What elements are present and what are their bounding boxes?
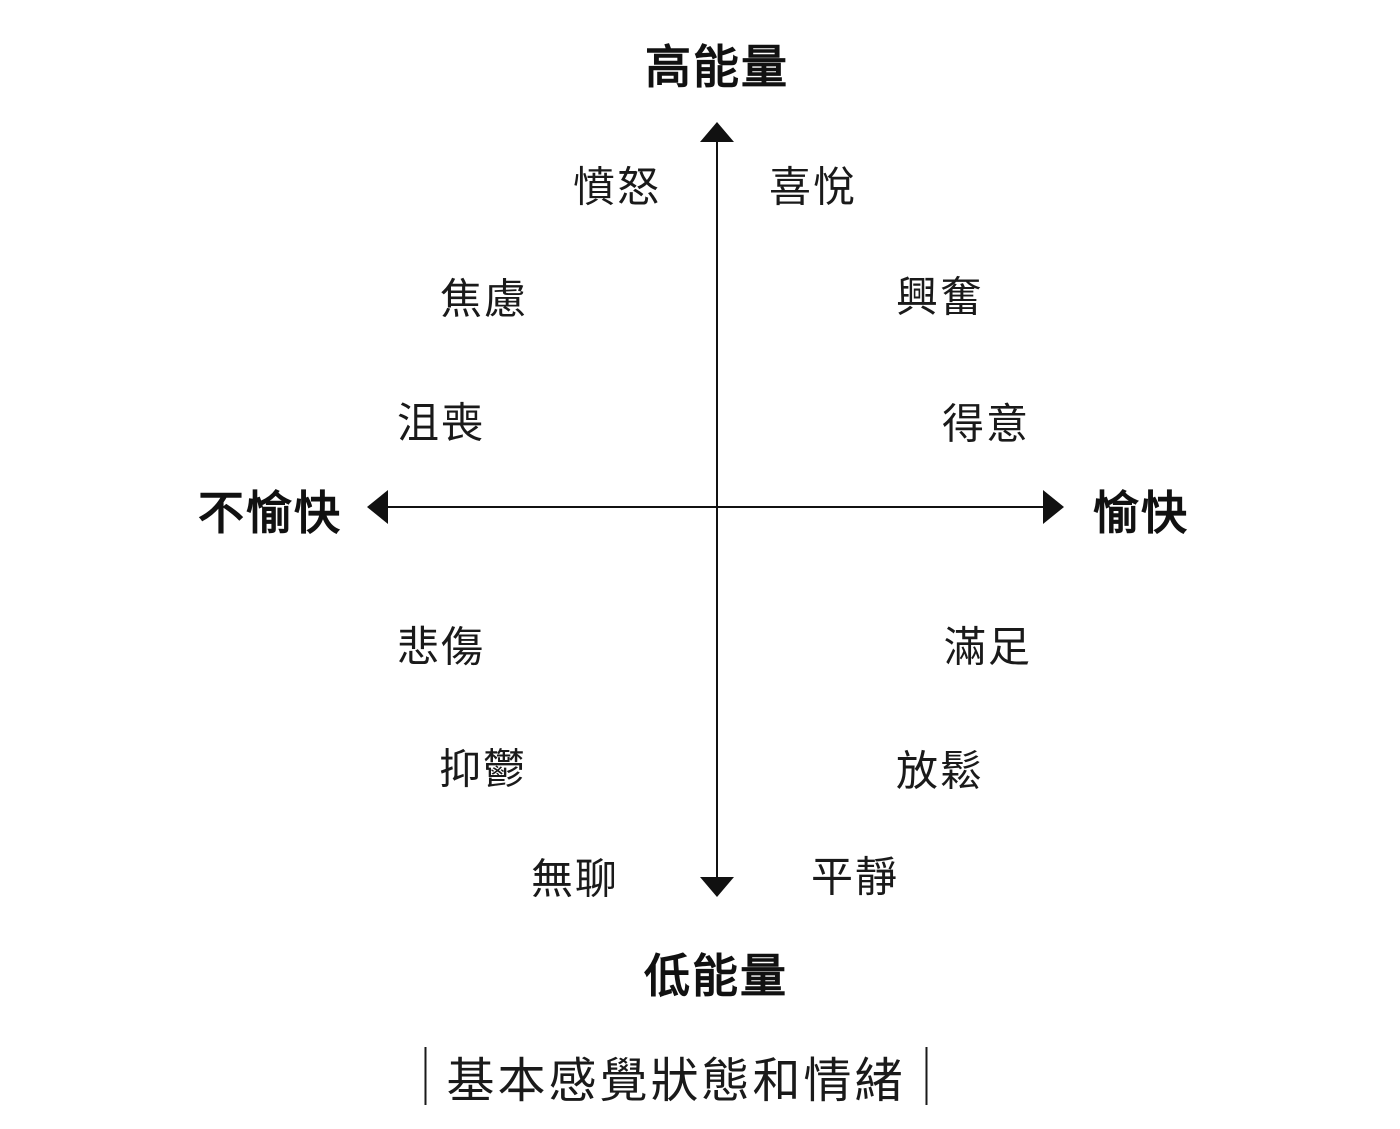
- caption-text: 基本感覺狀態和情緒: [446, 1055, 906, 1108]
- emotion-label-satisfaction: 滿足: [943, 623, 1033, 671]
- emotion-label-boredom: 無聊: [530, 855, 620, 903]
- emotion-label-pride: 得意: [941, 400, 1031, 448]
- emotion-label-joy: 喜悅: [768, 163, 858, 211]
- horizontal-axis-line: [384, 506, 1048, 508]
- axis-label-pleasant: 愉快: [1093, 487, 1189, 539]
- emotion-label-excitement: 興奮: [895, 273, 985, 321]
- diagram-caption: 基本感覺狀態和情緒: [424, 1041, 928, 1111]
- emotion-label-anger: 憤怒: [572, 163, 662, 211]
- arrow-left-icon: [367, 490, 388, 524]
- vertical-axis-line: [716, 138, 718, 882]
- caption-right-bar-icon: [925, 1047, 928, 1105]
- arrow-up-icon: [700, 122, 734, 142]
- emotion-label-anxiety: 焦慮: [439, 275, 529, 323]
- axis-label-high-energy: 高能量: [645, 41, 789, 93]
- axis-label-unpleasant: 不愉快: [198, 487, 342, 539]
- arrow-down-icon: [700, 877, 734, 897]
- emotion-label-relaxation: 放鬆: [895, 747, 985, 795]
- axis-label-low-energy: 低能量: [644, 950, 788, 1002]
- caption-left-bar-icon: [424, 1047, 427, 1105]
- emotion-label-depression: 抑鬱: [438, 745, 528, 793]
- emotion-label-calm: 平靜: [810, 853, 900, 901]
- emotion-label-sadness: 悲傷: [396, 623, 486, 671]
- emotion-label-frustration: 沮喪: [396, 399, 486, 447]
- arrow-right-icon: [1043, 490, 1064, 524]
